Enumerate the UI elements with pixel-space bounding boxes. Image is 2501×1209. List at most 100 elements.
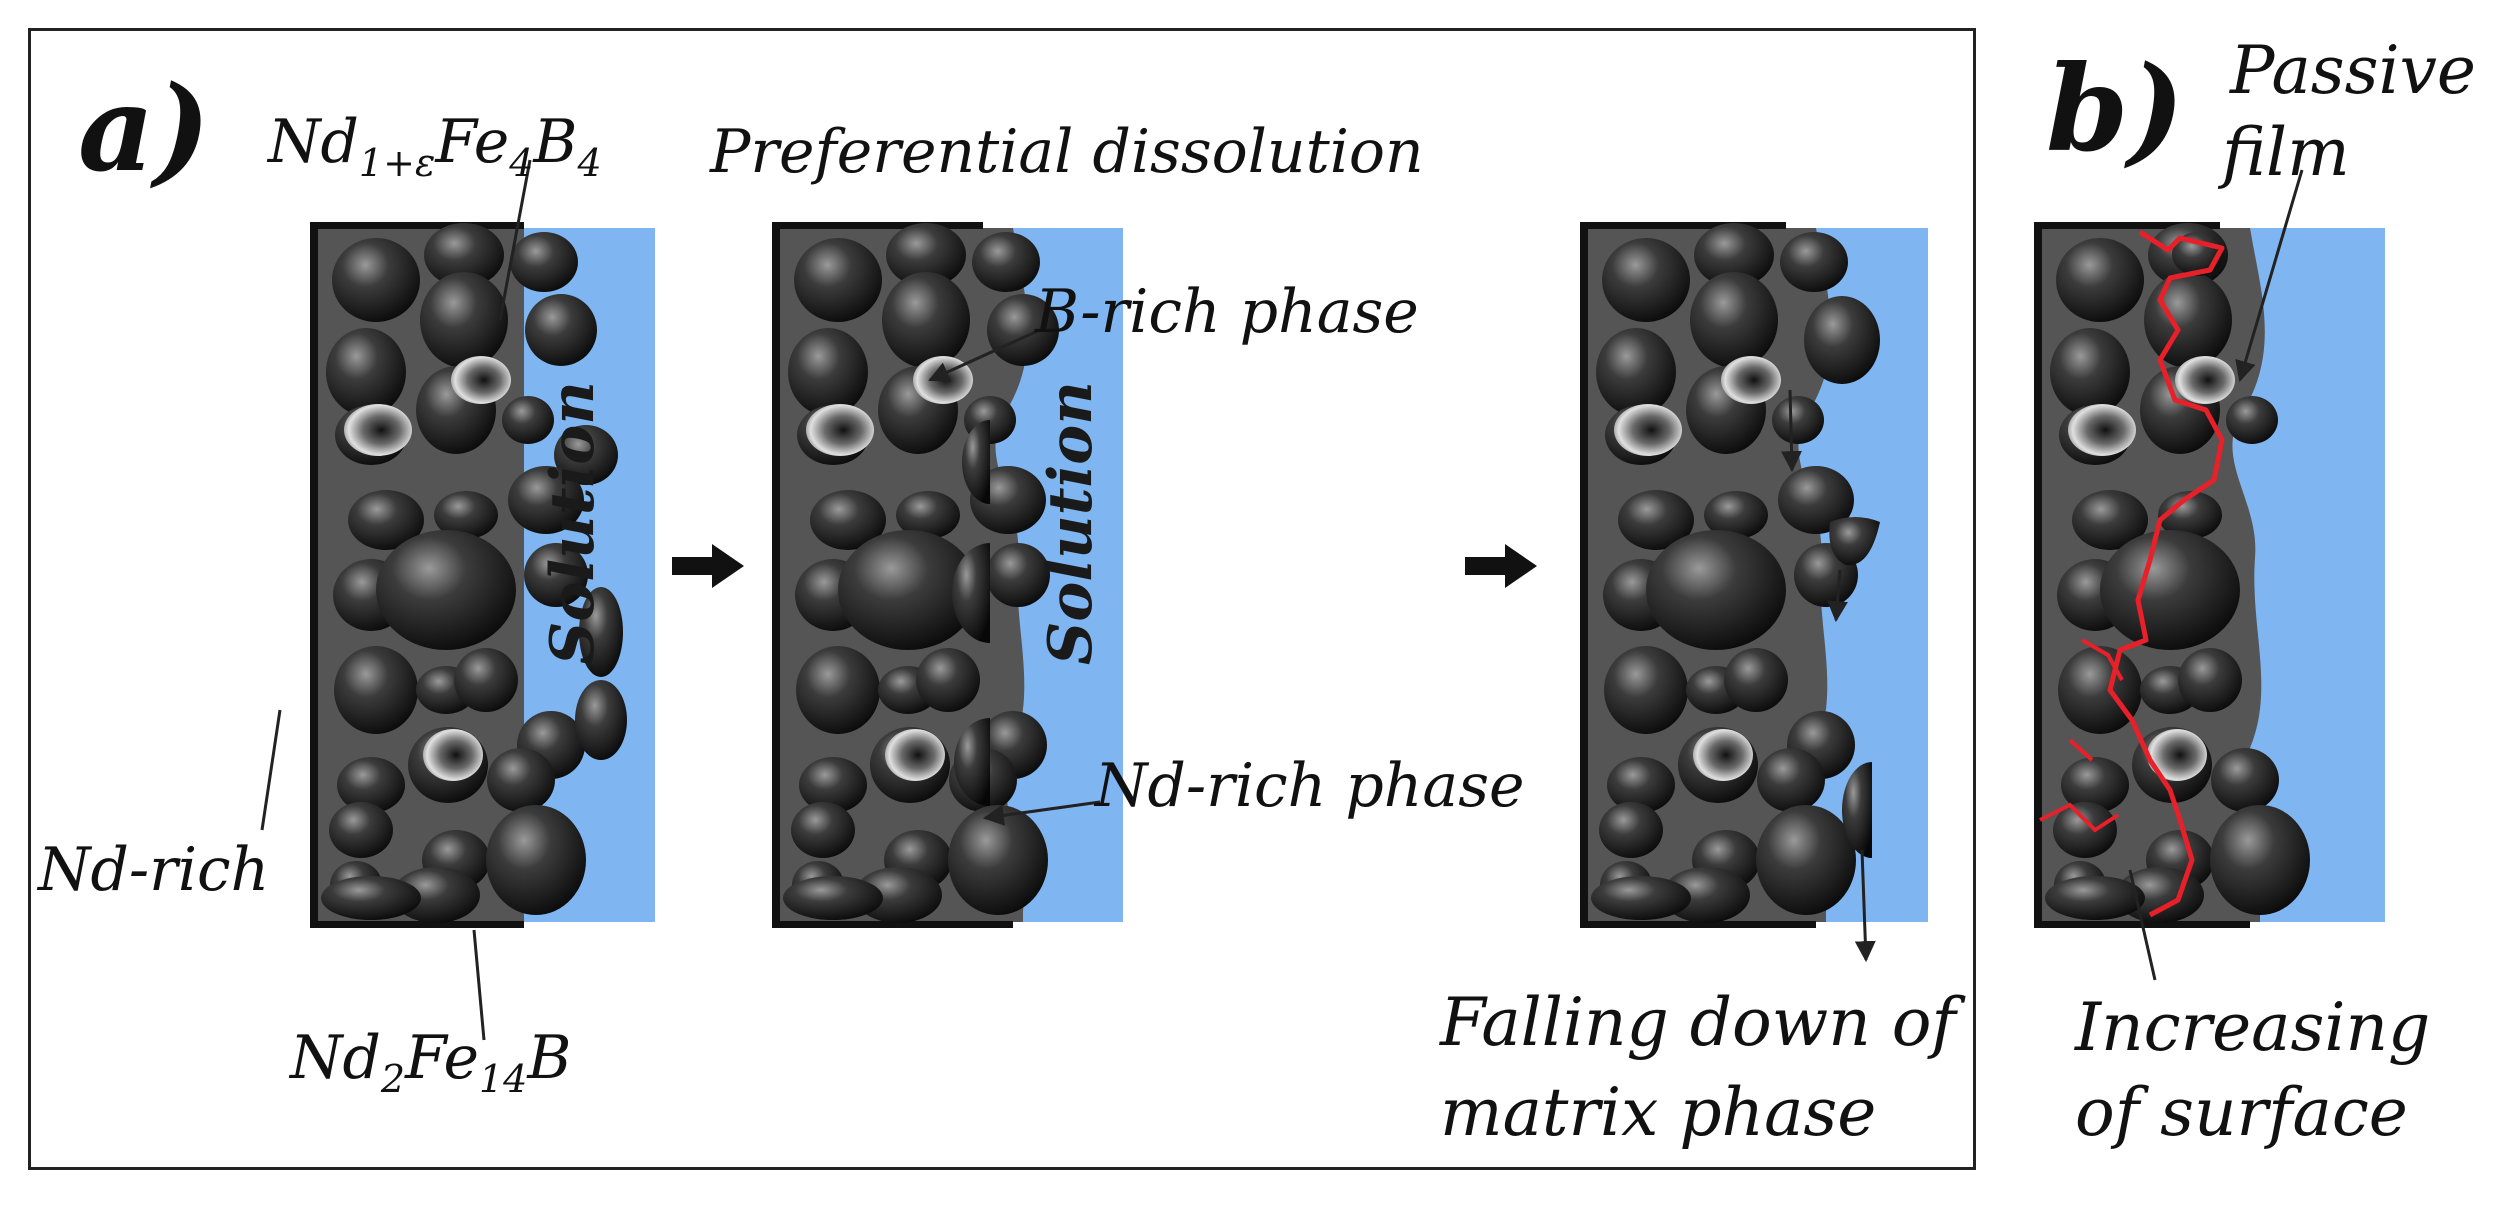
increasing-surface-leader (2128, 869, 2157, 981)
stage-4-grain (2210, 805, 2310, 915)
stage-1-bottom-edge (310, 921, 524, 928)
stage-1-b-rich-grain (423, 729, 483, 781)
stage-3-grain (1618, 490, 1694, 550)
stage-1-grain (510, 232, 578, 292)
stage-4-grain (2144, 272, 2232, 368)
stage-3-grain (1596, 328, 1676, 416)
nd-rich-leader (260, 709, 282, 831)
stage-2-top-edge (772, 222, 983, 229)
stage-2-bottom-edge (772, 921, 1013, 928)
stage-1-grain (454, 648, 518, 712)
stage-2-grain (788, 328, 868, 416)
stage-3-falling-grain (1829, 517, 1880, 566)
stage-1-b-rich-grain (344, 404, 412, 456)
stage-1-grain (326, 328, 406, 416)
stage-4-grain (2058, 646, 2142, 734)
stage-3-grain (1704, 491, 1768, 539)
stage-1-top-edge (310, 222, 524, 229)
stage-3-grain (1602, 238, 1690, 322)
formula-sub-14: 14 (478, 1057, 528, 1101)
stage-4-grain (2053, 802, 2117, 858)
stage-3-b-rich-grain (1614, 404, 1682, 456)
stage-4-grain (2072, 490, 2148, 550)
formula-nd-1-e-fe4-b4: Nd1+εFe4B4 (268, 112, 602, 182)
falling-arrow-3 (1854, 849, 1876, 963)
stage-4-b-rich-grain (2147, 729, 2207, 781)
falling-arrow-2 (1827, 569, 1848, 623)
falling-down-label-line1: Falling down of (1440, 984, 1956, 1061)
stage-3-bottom-edge (1580, 921, 1816, 928)
stage-3-falling-grain (1842, 762, 1872, 858)
stage-2-grain (810, 490, 886, 550)
stage-1-grain (348, 490, 424, 550)
stage-3-grain (1756, 805, 1856, 915)
stage-1-grain (337, 757, 405, 813)
stage-2-partial-grain (952, 543, 990, 643)
stage-3-grain (1780, 232, 1848, 292)
stage-4-grain (2100, 530, 2240, 650)
stage-1-grain (321, 876, 421, 920)
passive-film-label-line2: film (2222, 114, 2350, 191)
stage-3-b-rich-grain (1721, 356, 1781, 404)
stage-2-grain (791, 802, 855, 858)
stage-2-grain (882, 272, 970, 368)
formula-sub-4a: 4 (509, 141, 534, 185)
stage-2-b-rich-grain (885, 729, 945, 781)
stage-1-grain (486, 805, 586, 915)
formula-sub-4b: 4 (577, 141, 602, 185)
b-rich-phase-label: B-rich phase (1035, 277, 1419, 347)
solution-label-1: Solution (538, 381, 608, 665)
stage-3-left-edge (1580, 222, 1588, 928)
stage-4-b-rich-grain (2068, 404, 2136, 456)
stage-4-grain (2050, 328, 2130, 416)
stage-2-grain (794, 238, 882, 322)
formula-sub-2: 2 (380, 1057, 406, 1101)
stage-3-grain (1772, 396, 1824, 444)
stage-2-grain (972, 232, 1040, 292)
formula-sub-1e: 1+ε (358, 141, 436, 185)
stage-1-grain (434, 491, 498, 539)
stage-1-grain (487, 748, 555, 812)
stage-2-grain (896, 491, 960, 539)
formula-top-leader (498, 159, 532, 321)
formula-bottom-leader (472, 929, 486, 1041)
passive-film-leader (2235, 169, 2304, 383)
stage-3-grain (1757, 748, 1825, 812)
formula-b: B (527, 1023, 572, 1093)
stage-3-top-edge (1580, 222, 1786, 229)
stage-2-grain (916, 648, 980, 712)
stage-2-partial-grain (962, 420, 990, 504)
passive-film-line (2039, 638, 2124, 833)
stage-2-grain (948, 805, 1048, 915)
falling-arrow-1 (1781, 389, 1803, 473)
stage-4-grain (2178, 648, 2242, 712)
stage-4-grain (2226, 396, 2278, 444)
stage-3-grain (1646, 530, 1786, 650)
stage-1-grain (575, 680, 627, 760)
stage-3-grain (1778, 466, 1854, 534)
stage-3-b-rich-grain (1693, 729, 1753, 781)
stage-4-grain (2211, 748, 2279, 812)
stage-1-grain (502, 396, 554, 444)
passive-film-label-line1: Passive (2230, 32, 2476, 109)
stage-2-grain (886, 223, 966, 287)
stage-3-grain (1599, 802, 1663, 858)
falling-down-label-line2: matrix phase (1440, 1074, 1877, 1151)
stage-2-grain (796, 646, 880, 734)
nd-rich-phase-leader (982, 800, 1101, 826)
stage-4-grain (2158, 491, 2222, 539)
stage-2-grain (838, 530, 978, 650)
stage-2-grain (799, 757, 867, 813)
stage-2-partial-grain (954, 718, 990, 806)
stage-4-top-edge (2034, 222, 2220, 229)
stage-2-b-rich-grain (806, 404, 874, 456)
stage-3-grain (1690, 272, 1778, 368)
stage-4-b-rich-grain (2175, 356, 2235, 404)
transition-arrow-2 (1465, 544, 1537, 588)
stage-1-grain (508, 466, 584, 534)
stage-3-grain (1591, 876, 1691, 920)
preferential-dissolution-label: Preferential dissolution (710, 117, 1424, 187)
stage-1-grain (554, 425, 618, 485)
stage-2-left-edge (772, 222, 780, 928)
